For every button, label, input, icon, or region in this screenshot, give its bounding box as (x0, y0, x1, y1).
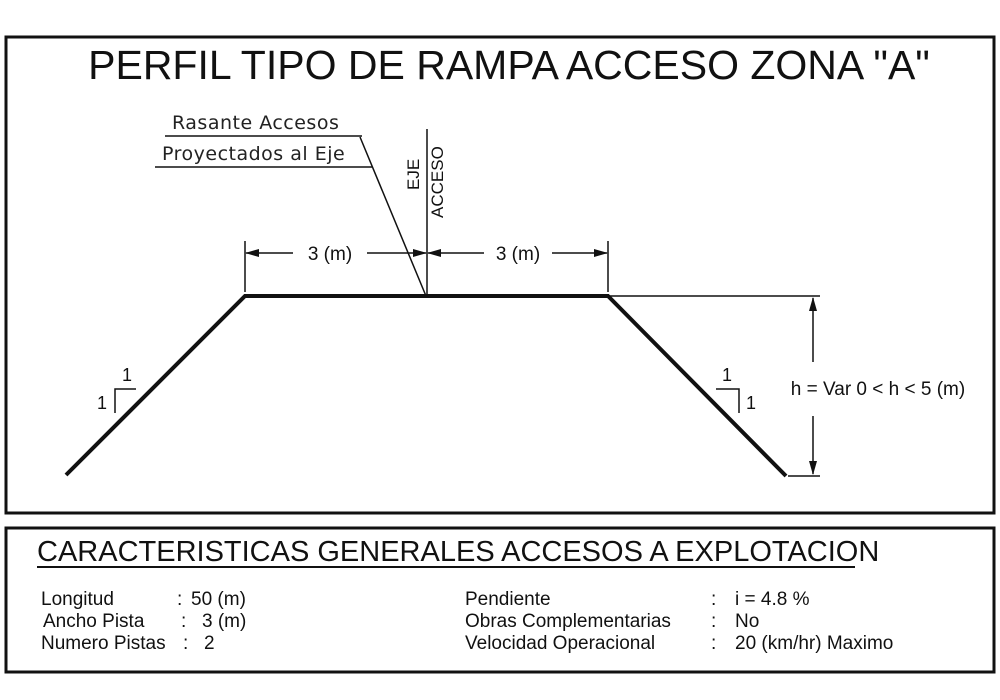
note-leader-line (359, 136, 427, 297)
row-value-numero-pistas: 2 (204, 633, 215, 654)
slope-left-symbol (114, 388, 136, 413)
row-value-obras-complementarias: No (735, 611, 759, 632)
slope-right-symbol (716, 388, 740, 413)
characteristics-frame (4, 526, 996, 674)
dim-label-right: 3 (m) (496, 244, 540, 265)
row-label-velocidad-operacional: Velocidad Operacional (465, 633, 655, 654)
axis-label-eje: EJE (404, 159, 423, 190)
slope-left-vertical: 1 (97, 393, 107, 413)
row-label-obras-complementarias: Obras Complementarias (465, 611, 671, 632)
row-sep-numero-pistas: : (183, 633, 188, 654)
row-sep-longitud: : (177, 589, 182, 610)
row-label-ancho-pista: Ancho Pista (43, 611, 145, 632)
row-sep-pendiente: : (711, 589, 716, 610)
row-value-velocidad-operacional: 20 (km/hr) Maximo (735, 633, 893, 654)
dim-label-left: 3 (m) (308, 244, 352, 265)
row-label-longitud: Longitud (41, 589, 114, 610)
height-label: h = Var 0 < h < 5 (m) (791, 379, 965, 400)
note-line-1: Rasante Accesos (172, 112, 339, 134)
row-value-longitud: 50 (m) (191, 589, 246, 610)
slope-right-vertical: 1 (746, 393, 756, 413)
row-sep-velocidad-operacional: : (711, 633, 716, 654)
row-sep-ancho-pista: : (181, 611, 186, 632)
drawing-title: PERFIL TIPO DE RAMPA ACCESO ZONA "A" (88, 42, 930, 88)
axis-label-acceso: ACCESO (428, 146, 447, 218)
slope-left-horizontal: 1 (122, 365, 132, 385)
profile-frame (4, 35, 996, 515)
characteristics-heading: CARACTERISTICAS GENERALES ACCESOS A EXPL… (37, 536, 879, 568)
row-label-numero-pistas: Numero Pistas (41, 633, 166, 654)
note-line-2: Proyectados al Eje (162, 143, 345, 165)
row-value-pendiente: i = 4.8 % (735, 589, 810, 610)
ramp-profile-line (64, 294, 788, 478)
slope-right-horizontal: 1 (722, 365, 732, 385)
row-label-pendiente: Pendiente (465, 589, 551, 610)
row-value-ancho-pista: 3 (m) (202, 611, 246, 632)
row-sep-obras-complementarias: : (711, 611, 716, 632)
